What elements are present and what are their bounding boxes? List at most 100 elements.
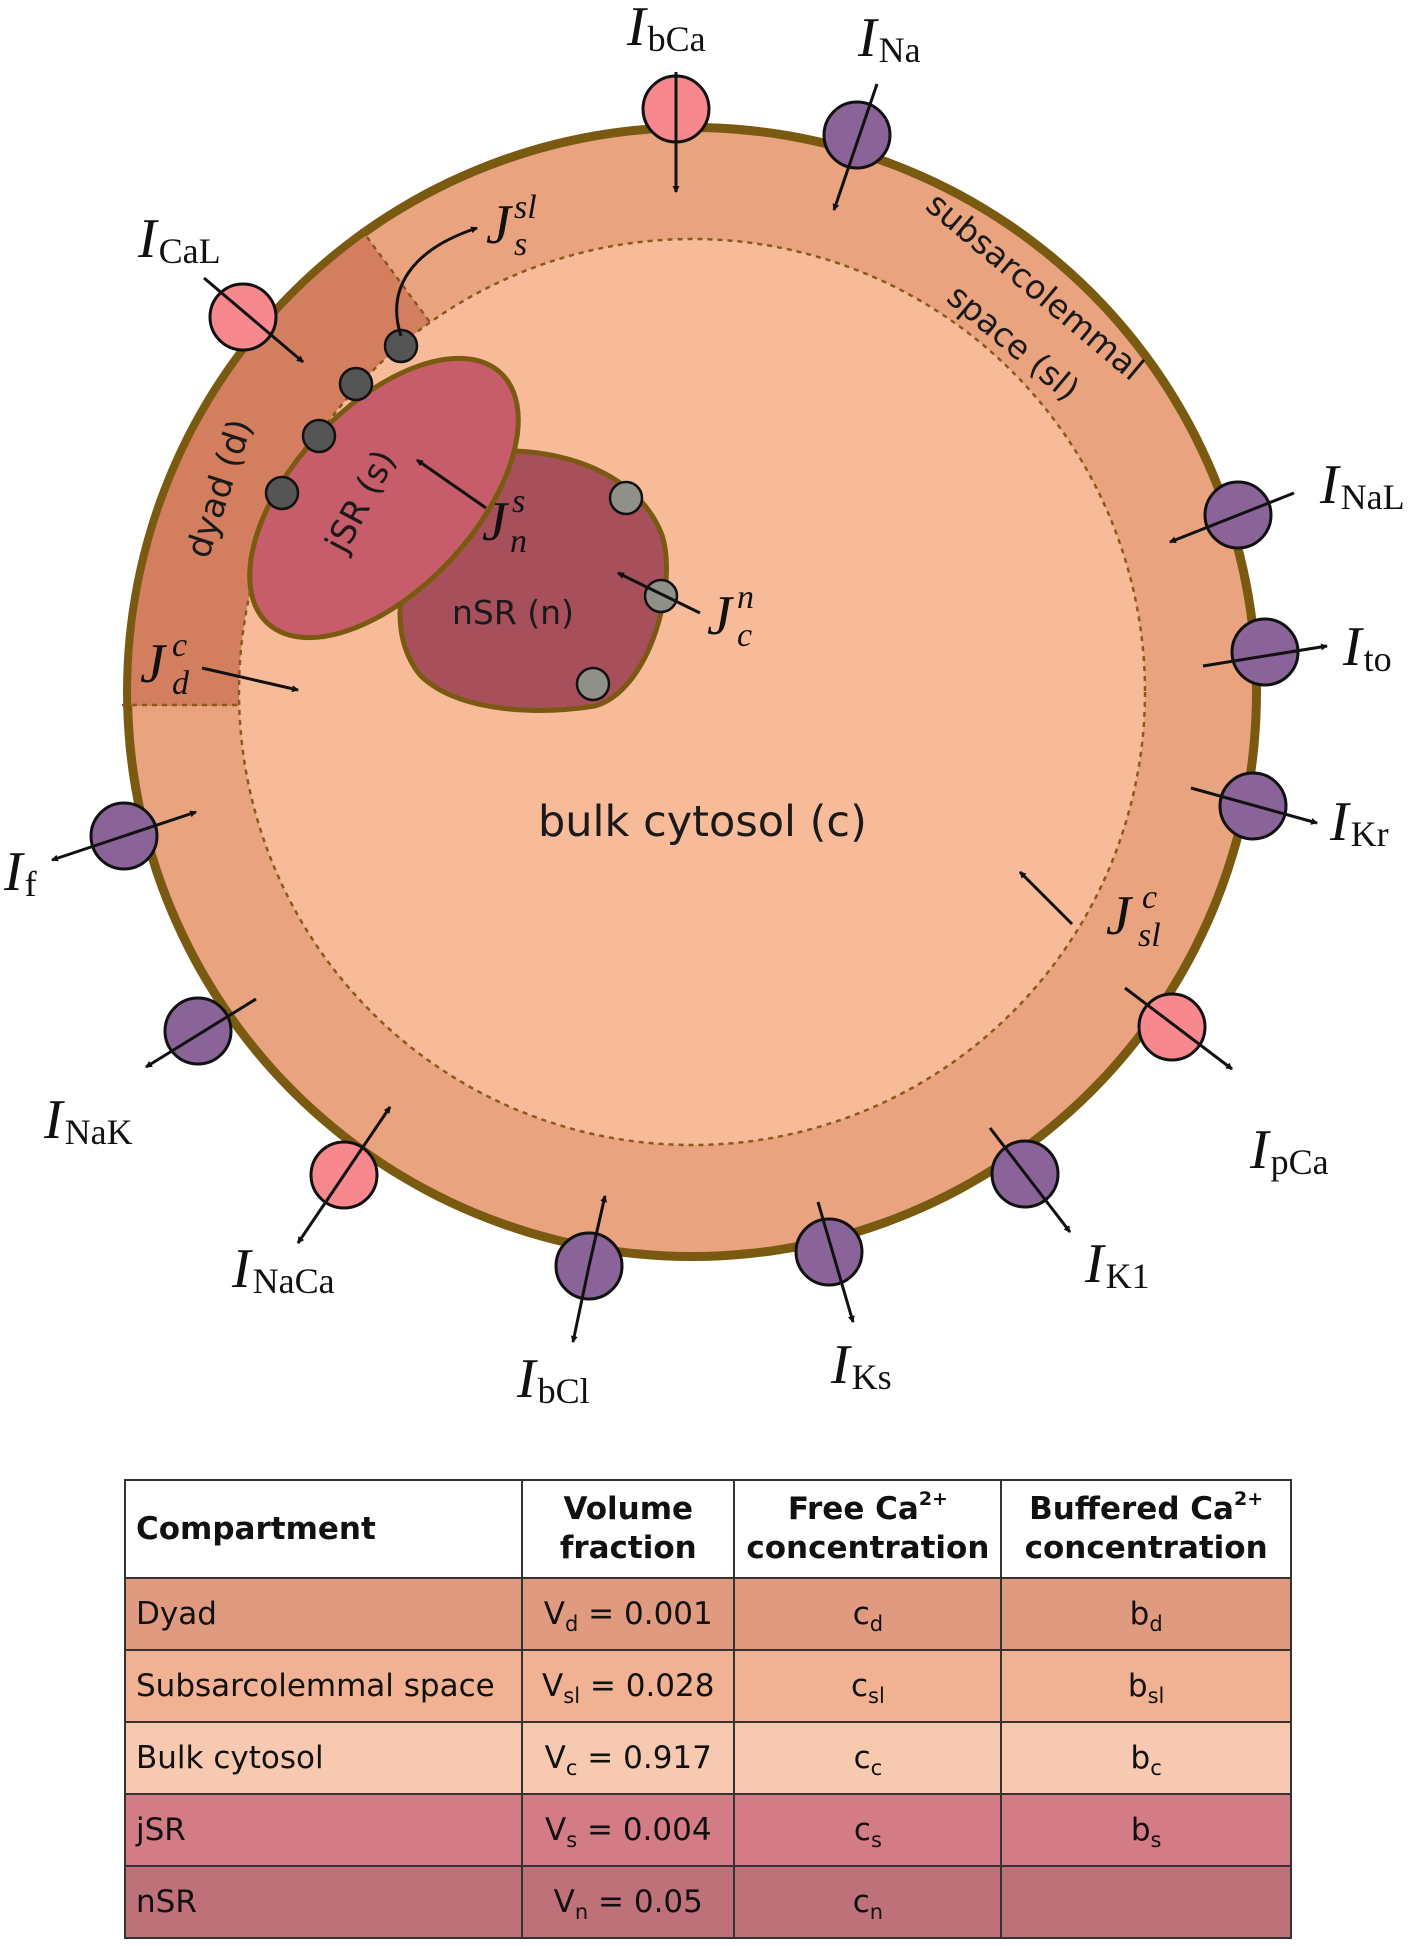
serca-pump [643,578,679,614]
jssl-label: J s sl [486,189,537,263]
nsr-label: nSR (n) [452,593,574,632]
ryr-channels [264,328,419,511]
volume-fraction: Vc = 0.917 [521,1721,736,1795]
if-arrow-out [51,834,125,862]
svg-text:n: n [510,523,527,560]
buffered-ca-symbol: bc [1000,1721,1292,1795]
ryr-channel [383,328,419,364]
ito-arrow [1202,643,1329,668]
ik1-label: IK1 [1084,1233,1150,1296]
buffered-ca-symbol [1000,1865,1292,1939]
ical-arrow [203,276,304,364]
ikr-label: IKr [1329,791,1389,854]
buffered-ca-symbol: bsl [1000,1649,1292,1723]
inak-label: INaK [43,1089,133,1152]
header-free-ca: Free Ca2+concentration [733,1479,1003,1579]
jdc-arrow [201,666,300,693]
if-arrow-in [123,810,197,838]
ito-label: Ito [1342,616,1392,679]
inal-arrow [1169,491,1295,544]
volume-fraction: Vd = 0.001 [521,1577,736,1651]
buffered-ca-symbol: bs [1000,1793,1292,1867]
header-buffered-ca: Buffered Ca2+concentration [1000,1479,1292,1579]
volume-fraction: Vsl = 0.028 [521,1649,736,1723]
svg-text:J: J [1106,885,1134,947]
inaca-arrow-in [342,1106,392,1176]
iks-label: IKs [830,1334,892,1397]
iks-arrow [816,1201,855,1324]
svg-text:c: c [1142,879,1157,916]
bulk-cytosol [237,237,1147,1147]
free-ca-symbol: csl [733,1649,1003,1723]
svg-text:J: J [486,194,514,256]
jssl-arrow [395,226,478,337]
svg-text:J: J [482,491,510,553]
svg-text:sl: sl [514,189,537,226]
serca-pump [575,666,611,702]
arrows [51,72,1329,1344]
ryr-channel [264,475,300,511]
svg-text:c: c [737,617,752,654]
compartment-name: Subsarcolemmal space [123,1649,524,1723]
ik1-arrow [988,1127,1072,1233]
svg-text:n: n [737,579,754,616]
inaca-arrow-out [296,1174,346,1244]
free-ca-symbol: cn [733,1865,1003,1939]
inak-channel [163,996,233,1066]
serca-pump [608,480,644,516]
compartment-name: nSR [123,1865,524,1939]
ibcl-arrow-in [587,1194,608,1267]
ical-channel [208,282,278,352]
svg-text:J: J [707,585,735,647]
jslc-arrow [1018,870,1074,926]
svg-text:c: c [172,627,187,664]
compartment-name: Dyad [123,1577,524,1651]
buffered-ca-symbol: bd [1000,1577,1292,1651]
ikr-arrow [1190,786,1319,825]
jcn-arrow [617,571,701,615]
ryr-channel [338,366,374,402]
free-ca-symbol: cs [733,1793,1003,1867]
ibcl-arrow-out [570,1265,591,1344]
ina-channel [822,100,892,170]
ina-arrow [832,83,879,211]
ibca-label: IbCa [626,0,706,59]
svg-text:s: s [512,483,525,520]
cell-diagram: dyad (d) jSR (s) nSR (n) bulk cytosol (c… [3,0,1405,1411]
svg-text:sl: sl [1138,917,1161,954]
jslc-label: J sl c [1106,879,1161,954]
volume-fraction: Vn = 0.05 [521,1865,736,1939]
iks-channel [794,1217,864,1287]
jcn-label: J c n [707,579,754,654]
compartment-name: Bulk cytosol [123,1721,524,1795]
svg-text:s: s [514,226,527,263]
inak-arrow [145,997,257,1069]
svg-text:d: d [172,665,190,702]
free-ca-symbol: cc [733,1721,1003,1795]
ina-label: INa [857,7,921,70]
serca-pumps [575,480,679,702]
if-label: If [3,841,37,904]
ical-label: ICaL [137,208,221,271]
volume-fraction: Vs = 0.004 [521,1793,736,1867]
ipca-channel [1137,992,1207,1062]
svg-text:J: J [140,633,168,695]
jns-arrow [416,458,487,510]
free-ca-symbol: cd [733,1577,1003,1651]
ipca-arrow [1124,986,1233,1071]
bulk-cytosol-label: bulk cytosol (c) [538,797,867,847]
ipca-label: IpCa [1249,1119,1329,1182]
header-compartment: Compartment [123,1479,524,1579]
jns-label: J n s [482,483,527,560]
compartment-name: jSR [123,1793,524,1867]
ibcl-label: IbCl [516,1348,590,1411]
ryr-channel [301,418,337,454]
